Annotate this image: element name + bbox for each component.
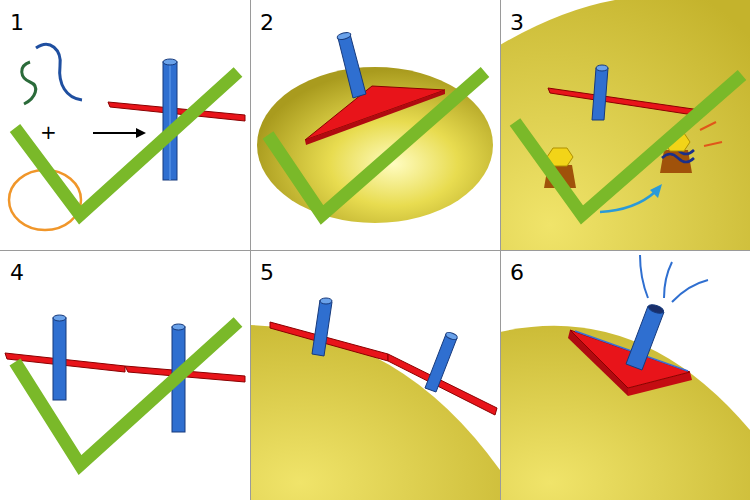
panel-number: 2 bbox=[260, 12, 274, 34]
panel-number: 6 bbox=[510, 262, 524, 284]
cell-surface bbox=[500, 326, 750, 500]
red-plate bbox=[270, 322, 388, 361]
red-plate bbox=[548, 88, 700, 116]
panel-number: 3 bbox=[510, 12, 524, 34]
panel-number: 1 bbox=[10, 12, 24, 34]
blue-cylinder bbox=[425, 331, 458, 392]
panel-number: 4 bbox=[10, 262, 24, 284]
arrow bbox=[93, 128, 146, 138]
panel-number: 5 bbox=[260, 262, 274, 284]
signal-dash bbox=[700, 122, 722, 146]
blue-cylinder bbox=[53, 315, 66, 400]
blue-cylinder bbox=[312, 298, 332, 356]
rna-strand bbox=[36, 44, 82, 100]
blue-cylinder bbox=[163, 59, 177, 180]
blue-cylinder bbox=[626, 303, 665, 370]
release-line bbox=[640, 255, 708, 302]
plus-sign: + bbox=[40, 122, 57, 142]
check-mark bbox=[15, 72, 742, 465]
blue-cylinder bbox=[592, 65, 608, 120]
cell-body bbox=[257, 67, 493, 223]
cell-surface bbox=[500, 0, 750, 250]
blue-cylinder bbox=[336, 31, 366, 98]
rna-strand bbox=[22, 62, 36, 104]
